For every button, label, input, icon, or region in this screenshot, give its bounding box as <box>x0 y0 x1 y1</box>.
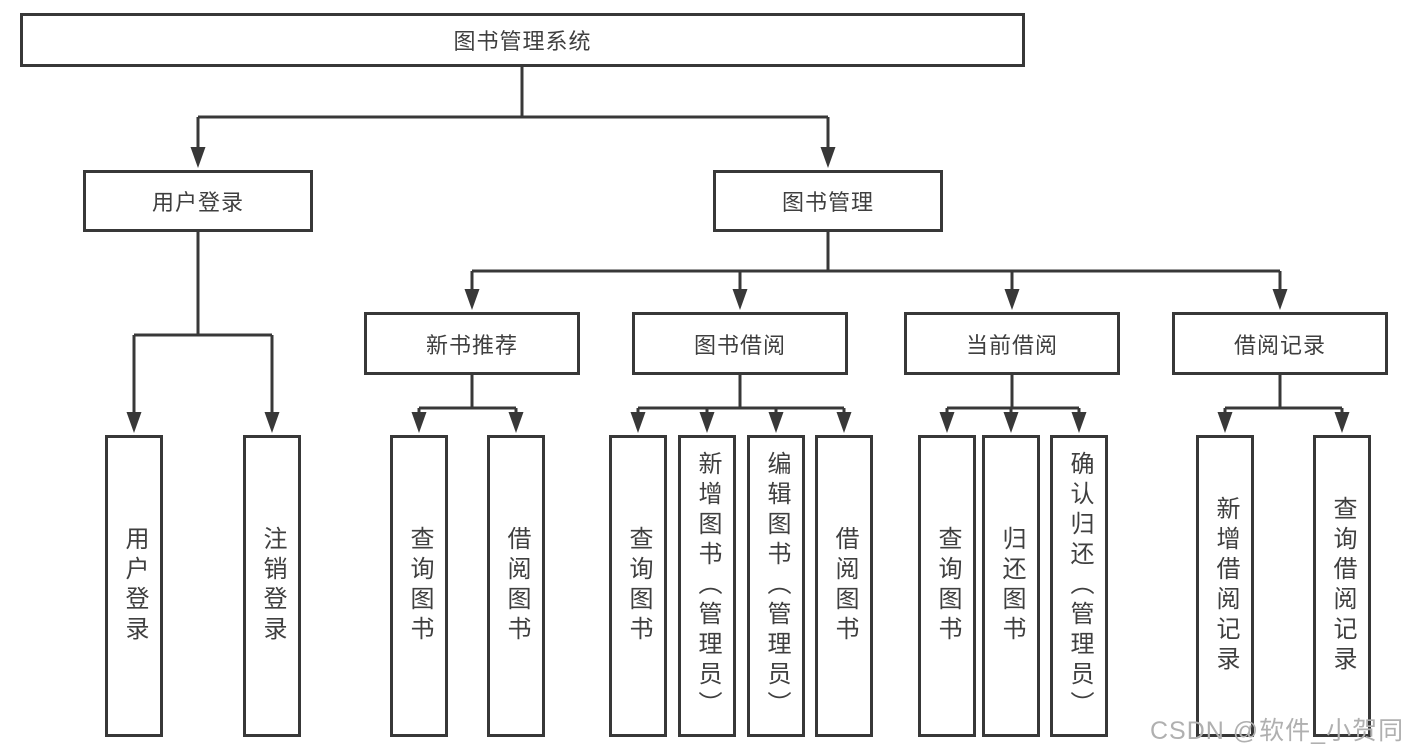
leaf-user-login: 用户登录 <box>105 435 163 737</box>
leaf-edit-book-admin: 编辑图书（管理员） <box>747 435 805 737</box>
node-user-login-branch: 用户登录 <box>83 170 313 232</box>
node-borrow-records: 借阅记录 <box>1172 312 1388 375</box>
csdn-watermark: CSDN @软件_小贺同学 <box>1150 717 1405 745</box>
leaf-borrow-books-1: 借阅图书 <box>487 435 545 737</box>
leaf-query-books-1: 查询图书 <box>390 435 448 737</box>
node-new-book-recommend: 新书推荐 <box>364 312 580 375</box>
leaf-query-books-3: 查询图书 <box>918 435 976 737</box>
node-current-borrow: 当前借阅 <box>904 312 1120 375</box>
leaf-return-book: 归还图书 <box>982 435 1040 737</box>
node-root-system: 图书管理系统 <box>20 13 1025 67</box>
leaf-add-borrow-record: 新增借阅记录 <box>1196 435 1254 737</box>
leaf-query-borrow-record: 查询借阅记录 <box>1313 435 1371 737</box>
leaf-logout: 注销登录 <box>243 435 301 737</box>
leaf-query-books-2: 查询图书 <box>609 435 667 737</box>
node-book-borrow: 图书借阅 <box>632 312 848 375</box>
node-book-management-branch: 图书管理 <box>713 170 943 232</box>
leaf-confirm-return-admin: 确认归还（管理员） <box>1050 435 1108 737</box>
leaf-borrow-books-2: 借阅图书 <box>815 435 873 737</box>
leaf-add-book-admin: 新增图书（管理员） <box>678 435 736 737</box>
